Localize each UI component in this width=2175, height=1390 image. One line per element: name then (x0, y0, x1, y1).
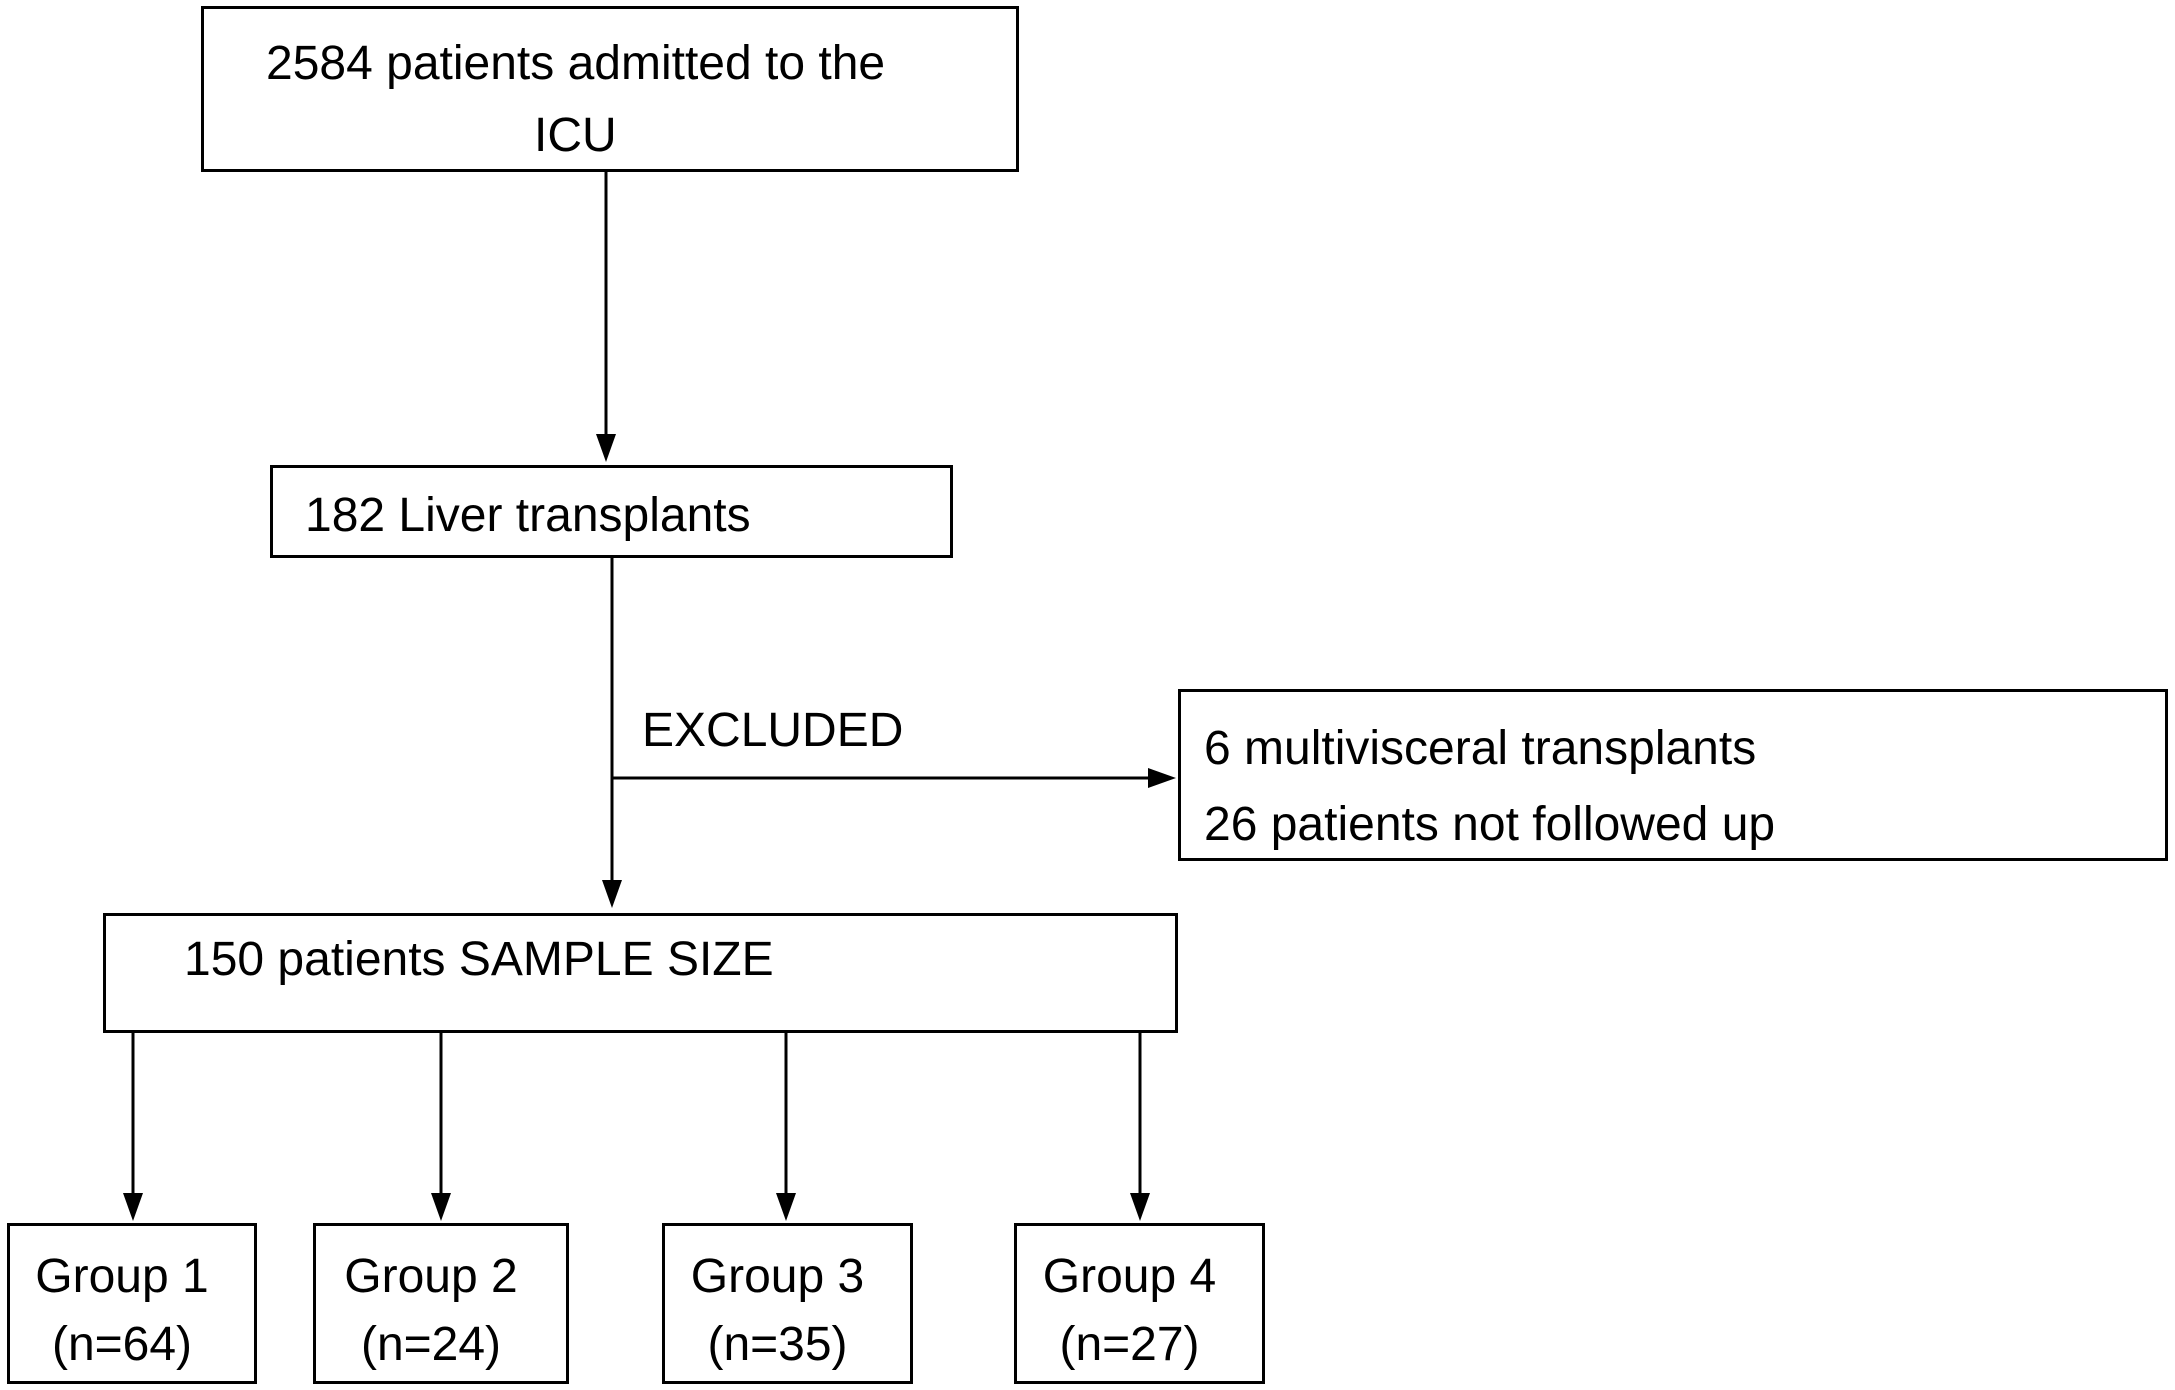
node-excluded-line2: 26 patients not followed up (1204, 798, 1776, 851)
node-liver-transplants: 182 Liver transplants (270, 465, 953, 558)
group-count: (n=35) (707, 1318, 848, 1371)
node-group-3: Group 3 (n=35) (662, 1223, 913, 1384)
arrow-sample-to-group-3 (776, 1033, 796, 1221)
arrow-excluded-branch (612, 768, 1176, 788)
group-label: Group 2 (344, 1250, 518, 1303)
arrow-sample-to-group-1 (123, 1033, 143, 1221)
arrow-liver-to-sample (602, 558, 622, 908)
arrow-sample-to-group-3-head (776, 1193, 796, 1221)
arrow-excluded-branch-head (1148, 768, 1176, 788)
node-sample-size-label: 150 patients SAMPLE SIZE (184, 933, 774, 986)
group-count: (n=64) (51, 1318, 193, 1371)
node-liver-transplants-label: 182 Liver transplants (305, 489, 751, 542)
arrow-sample-to-group-4-head (1130, 1193, 1150, 1221)
node-sample-size: 150 patients SAMPLE SIZE (103, 913, 1178, 1033)
arrow-sample-to-group-2-head (431, 1193, 451, 1221)
arrow-liver-to-sample-head (602, 880, 622, 908)
group-count: (n=24) (360, 1318, 502, 1371)
group-label: Group 3 (690, 1250, 865, 1303)
group-label: Group 4 (1042, 1250, 1217, 1303)
node-admitted-icu-line1: 2584 patients admitted to the (266, 37, 886, 90)
node-group-4: Group 4 (n=27) (1014, 1223, 1265, 1384)
arrow-sample-to-group-4 (1130, 1033, 1150, 1221)
node-admitted-icu: 2584 patients admitted to the ICU (201, 6, 1019, 172)
node-excluded-line1: 6 multivisceral transplants (1204, 722, 1757, 775)
node-group-1: Group 1 (n=64) (7, 1223, 257, 1384)
group-label: Group 1 (35, 1250, 209, 1303)
arrow-sample-to-group-2 (431, 1033, 451, 1221)
arrow-sample-to-group-1-head (123, 1193, 143, 1221)
excluded-branch-label: EXCLUDED (642, 704, 904, 757)
node-admitted-icu-line2: ICU (534, 109, 617, 162)
node-group-2: Group 2 (n=24) (313, 1223, 569, 1384)
arrow-admitted-to-liver (596, 172, 616, 462)
node-excluded: 6 multivisceral transplants 26 patients … (1178, 689, 2168, 861)
group-count: (n=27) (1059, 1318, 1200, 1371)
arrow-admitted-to-liver-head (596, 434, 616, 462)
